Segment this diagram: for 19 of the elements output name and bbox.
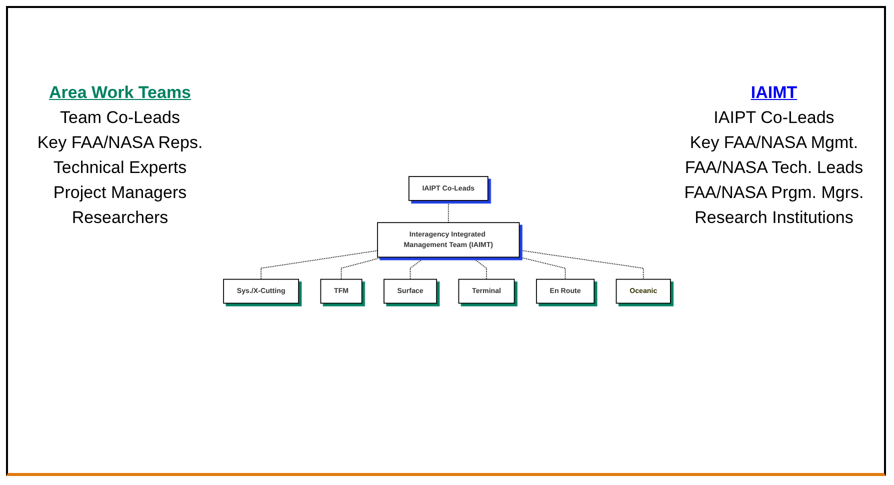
- member-text: FAA/NASA Prgm. Mgrs.: [683, 182, 865, 204]
- member-text: IAIPT Co-Leads: [712, 107, 836, 129]
- connector: [518, 250, 644, 280]
- member-text: Research Institutions: [694, 207, 854, 229]
- connector: [448, 200, 449, 224]
- member-text: Project Managers: [52, 182, 188, 204]
- connector: [410, 256, 426, 280]
- member-text: Key FAA/NASA Mgmt.: [688, 132, 860, 154]
- connector: [260, 250, 378, 280]
- connector: [518, 256, 566, 280]
- member-text: Key FAA/NASA Reps.: [36, 132, 204, 154]
- member-text: Team Co-Leads: [58, 107, 181, 129]
- connector: [471, 256, 487, 280]
- member-text: FAA/NASA Tech. Leads: [684, 157, 864, 179]
- team-heading: Area Work Teams: [48, 82, 192, 104]
- team-heading: IAIMT: [750, 82, 798, 104]
- connector: [340, 256, 384, 280]
- member-text: Researchers: [70, 207, 170, 229]
- member-text: Technical Experts: [52, 157, 188, 179]
